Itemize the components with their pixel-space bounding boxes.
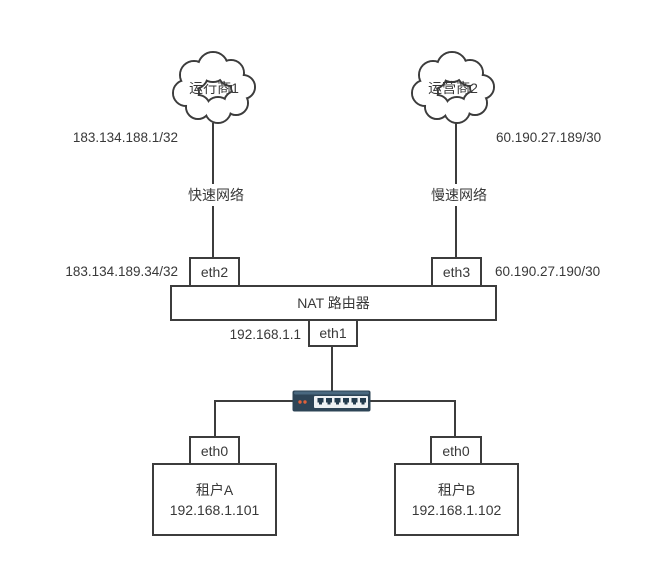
eth2-label: eth2 xyxy=(200,264,229,280)
hostB-eth0-box: eth0 xyxy=(430,436,482,465)
cloud-provider1: 运行商1 xyxy=(168,49,260,126)
hostA-eth0-label: eth0 xyxy=(200,442,229,459)
cloud-provider2: 运营商2 xyxy=(407,49,499,126)
cloud-icon xyxy=(172,51,256,124)
provider2-label: 运营商2 xyxy=(428,79,478,96)
link-switch-hostB-h xyxy=(370,400,456,402)
nat-router-box: NAT 路由器 xyxy=(170,285,497,321)
hostA-name: 租户A xyxy=(195,481,234,498)
eth3-label: eth3 xyxy=(442,264,471,280)
hostB-box: 租户B 192.168.1.102 xyxy=(394,463,519,536)
provider1-ip: 183.134.188.1/32 xyxy=(72,130,178,145)
switch-icon xyxy=(292,390,371,412)
eth3-box: eth3 xyxy=(431,257,482,287)
eth2-ip: 183.134.189.34/32 xyxy=(65,264,178,279)
hostA-ip: 192.168.1.101 xyxy=(169,501,260,518)
nat-router-label: NAT 路由器 xyxy=(297,295,370,311)
hostB-ip: 192.168.1.102 xyxy=(411,501,502,518)
provider2-ip: 60.190.27.189/30 xyxy=(496,130,602,145)
link-eth1-switch xyxy=(331,346,333,392)
eth1-box: eth1 xyxy=(308,319,358,347)
link-switch-hostA-v xyxy=(214,400,216,438)
eth2-box: eth2 xyxy=(189,257,240,287)
hostA-eth0-box: eth0 xyxy=(189,436,240,465)
link-switch-hostA-h xyxy=(214,400,294,402)
hostB-name: 租户B xyxy=(437,481,476,498)
eth1-ip: 192.168.1.1 xyxy=(229,327,301,342)
eth3-ip: 60.190.27.190/30 xyxy=(495,264,601,279)
hostB-eth0-label: eth0 xyxy=(442,442,470,459)
ethernet-switch xyxy=(292,389,371,413)
eth1-label: eth1 xyxy=(319,325,347,341)
link-label-fast: 快速网络 xyxy=(180,184,252,206)
provider1-label: 运行商1 xyxy=(189,79,239,96)
link-switch-hostB-v xyxy=(454,400,456,438)
link-label-slow: 慢速网络 xyxy=(423,184,495,206)
hostA-box: 租户A 192.168.1.101 xyxy=(152,463,277,536)
cloud-icon xyxy=(411,51,495,124)
